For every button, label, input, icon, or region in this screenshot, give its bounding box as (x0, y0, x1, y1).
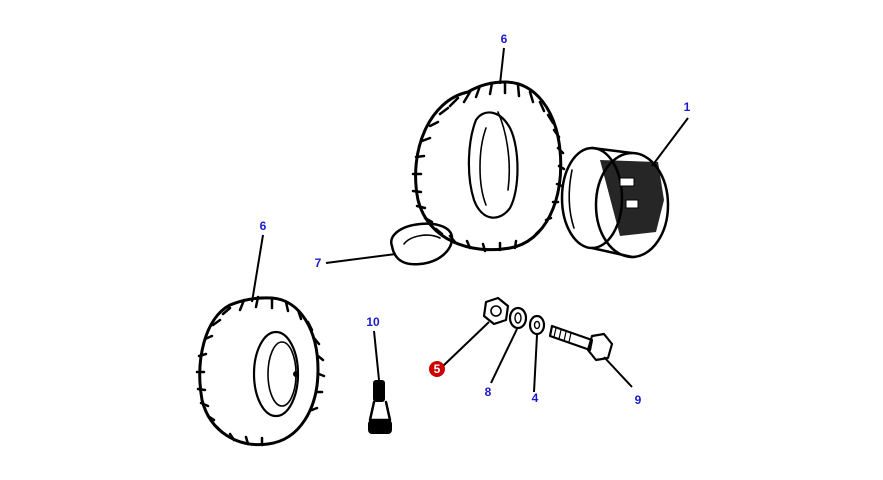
wheel-rim-drawing (560, 146, 670, 259)
callout-9[interactable]: 9 (635, 393, 642, 407)
callout-10[interactable]: 10 (366, 315, 380, 329)
tyre-small-drawing (195, 295, 326, 447)
leader-line-4 (533, 334, 538, 393)
callout-5[interactable]: 5 (434, 362, 441, 376)
bolt-drawing (548, 324, 614, 362)
leader-line-8 (490, 328, 518, 384)
callout-8[interactable]: 8 (485, 385, 492, 399)
tyre-large-drawing (411, 80, 566, 253)
leader-line-9 (603, 356, 633, 388)
leader-line-6b (251, 234, 264, 303)
leader-line-6a (499, 47, 505, 85)
leader-line-1 (651, 117, 689, 167)
flat-washer-drawing (528, 314, 546, 336)
callout-6-top[interactable]: 6 (501, 32, 508, 46)
callout-6-bottom[interactable]: 6 (260, 219, 267, 233)
spring-washer-drawing (508, 306, 528, 330)
valve-drawing (368, 380, 392, 434)
leader-line-10 (373, 330, 380, 381)
callout-5-marker[interactable] (429, 361, 445, 377)
leader-lines (251, 47, 689, 393)
tube-flap-drawing (390, 222, 454, 266)
nut-drawing (482, 296, 510, 326)
callout-labels: 1 4 5 6 6 7 8 9 10 (260, 32, 691, 407)
callout-7[interactable]: 7 (315, 256, 322, 270)
leader-line-7 (325, 253, 397, 264)
callout-1[interactable]: 1 (684, 100, 691, 114)
callout-4[interactable]: 4 (532, 391, 539, 405)
leader-line-5 (442, 321, 490, 367)
